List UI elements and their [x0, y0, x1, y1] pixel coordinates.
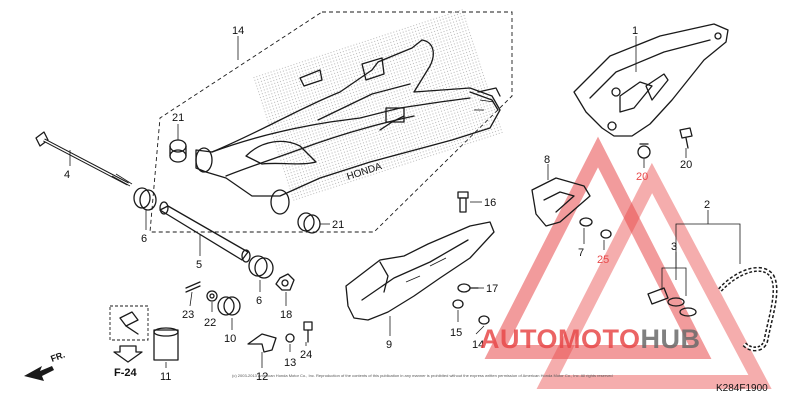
callout-21-upper: 21 — [172, 112, 184, 124]
callout-5: 5 — [196, 259, 202, 271]
callout-22: 22 — [204, 317, 216, 329]
bolt-15 — [478, 315, 490, 325]
chain-slider-plate — [531, 177, 591, 227]
callout-9: 9 — [386, 339, 392, 351]
callout-19: 18 — [280, 309, 292, 321]
nut-25 — [600, 229, 612, 239]
callout-4: 4 — [64, 169, 70, 181]
bolt-20-right — [679, 127, 693, 149]
bolt-18 — [457, 283, 479, 293]
bolt-20-left — [637, 143, 651, 159]
callout-21-lower: 21 — [332, 219, 344, 231]
nut-19 — [275, 273, 295, 291]
callout-20-right: 20 — [680, 159, 692, 171]
collar-11 — [153, 327, 179, 361]
collar-6-upper — [133, 187, 157, 211]
copyright-text: (c) 2003-2013 American Honda Motor Co., … — [232, 373, 613, 378]
callout-13: 13 — [284, 357, 296, 369]
watermark-triangle — [484, 136, 772, 389]
callout-2: 2 — [704, 199, 710, 211]
master-link-3 — [647, 287, 697, 317]
callout-7: 7 — [578, 247, 584, 259]
callout-6-lower: 6 — [256, 295, 262, 307]
callout-25: 25 — [597, 254, 609, 266]
bearing-21-upper — [169, 139, 187, 163]
drive-chain — [718, 266, 778, 352]
callout-17: 16 — [484, 197, 496, 209]
callout-20-left: 20 — [636, 171, 648, 183]
callout-8: 8 — [544, 154, 550, 166]
watermark-logo: AUTOMOTOHUB — [480, 324, 701, 354]
bracket-12 — [247, 333, 277, 353]
pivot-bolt — [35, 131, 133, 187]
callout-15: 14 — [472, 339, 484, 351]
washer-22 — [206, 290, 218, 302]
swingarm: HONDA — [195, 9, 503, 215]
callout-23: 23 — [182, 309, 194, 321]
callout-3: 3 — [671, 241, 677, 253]
reference-label: F-24 — [114, 367, 138, 379]
callout-labels: 14 21 21 1 20 20 2 3 4 6 5 6 8 7 25 16 1… — [64, 25, 710, 383]
bolt-24 — [303, 321, 313, 343]
collar-10 — [217, 296, 241, 316]
callout-10: 10 — [224, 333, 236, 345]
callout-1: 1 — [632, 25, 638, 37]
callout-18: 17 — [486, 283, 498, 295]
bolt-17 — [457, 191, 469, 213]
collar-6-lower — [248, 255, 274, 279]
reference-box: F-24 — [109, 305, 149, 379]
pivot-collar — [159, 201, 251, 263]
callout-12: 12 — [256, 371, 268, 383]
callout-24: 24 — [300, 349, 312, 361]
chain-slider — [345, 221, 495, 321]
collar-16 — [452, 299, 464, 309]
callout-16: 15 — [450, 327, 462, 339]
leader-lines — [69, 36, 741, 368]
watermark-text: AUTOMOTOHUB — [480, 324, 701, 354]
nut-13 — [285, 333, 295, 343]
chain-case — [573, 23, 729, 137]
bearing-21-lower — [297, 212, 321, 234]
callout-6-upper: 6 — [141, 233, 147, 245]
callout-11: 11 — [160, 371, 171, 383]
front-label: FR. — [49, 350, 66, 364]
washer-7 — [579, 217, 593, 227]
diagram-code: K284F1900 — [716, 383, 768, 394]
front-direction-arrow: FR. — [24, 350, 66, 381]
pin-23 — [185, 281, 201, 293]
swingarm-group-box — [149, 11, 513, 233]
callout-14: 14 — [232, 25, 244, 37]
